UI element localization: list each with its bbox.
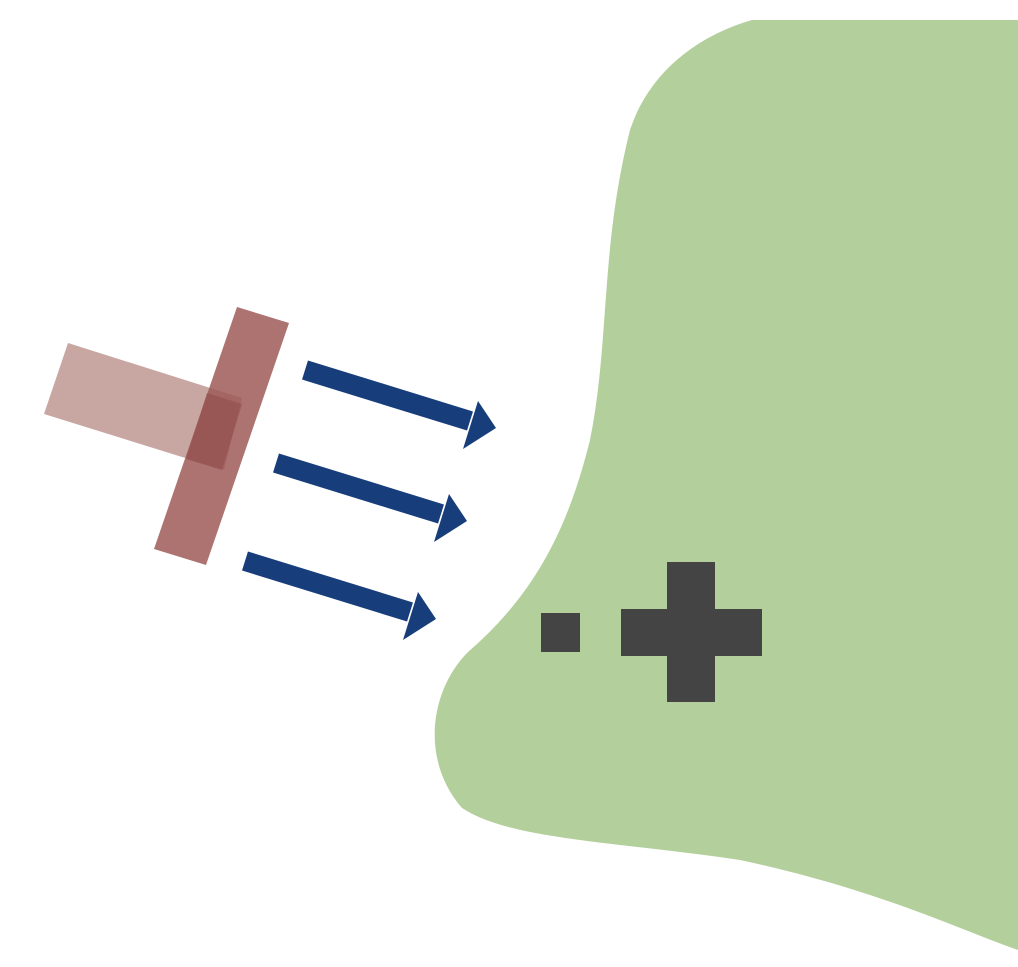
arrow-shaft [242,551,413,622]
arrow-icon [302,360,496,449]
cross-icon [621,562,762,702]
arrow-head [434,494,467,542]
arrow-icon [273,453,467,542]
arrow-icon [242,551,436,640]
arrow-head [403,592,436,640]
arrow-shaft [273,453,444,524]
small-square-icon [541,613,580,652]
green-region [434,20,1018,950]
arrows-group [242,360,496,640]
emitter-overlap [186,393,242,470]
emitter-icon [44,307,289,565]
arrow-head [463,401,496,449]
arrow-shaft [302,360,473,431]
